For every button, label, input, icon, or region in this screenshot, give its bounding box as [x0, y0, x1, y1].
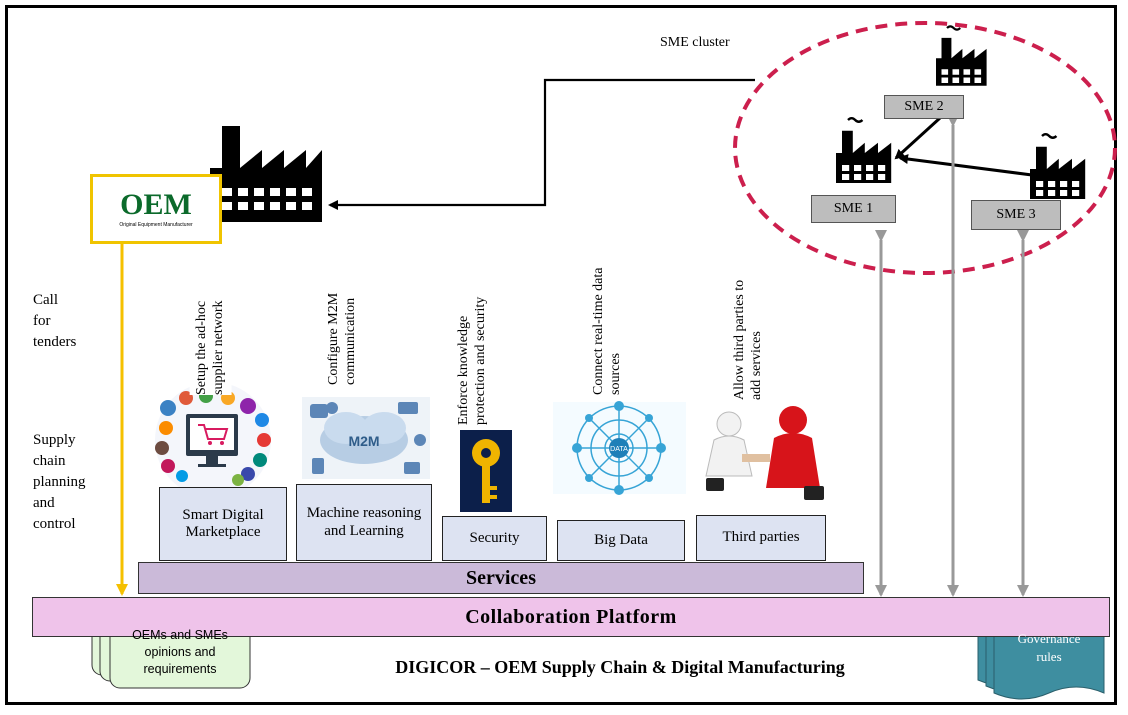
service-marketplace: Smart Digital Marketplace [159, 487, 287, 561]
cloud-icon: M2M [302, 397, 430, 479]
service-third-parties: Third parties [696, 515, 826, 561]
services-bar: Services [138, 562, 864, 594]
collaboration-platform-bar: Collaboration Platform [32, 597, 1110, 637]
sme-3-box: SME 3 [971, 200, 1061, 230]
sme2-factory-icon [936, 25, 987, 86]
m2m-label: M2M [348, 433, 379, 449]
caption-third-parties: Allow third parties to add services [728, 235, 770, 400]
sme2-to-sme1-arrow [894, 116, 942, 160]
governance-note-text: Governance rules [1017, 631, 1081, 664]
footer-title: DIGICOR – OEM Supply Chain & Digital Man… [395, 657, 845, 677]
sme-cluster-ellipse [733, 21, 1117, 275]
sme-cluster-label: SME cluster [660, 35, 730, 50]
sme-1-box: SME 1 [811, 195, 896, 223]
sme3-to-sme1-arrow [898, 154, 1033, 177]
oem-logo: OEM Original Equipment Manufacturer [90, 174, 222, 244]
service-big-data: Big Data [557, 520, 685, 561]
caption-m2m: Configure M2M communication [322, 225, 364, 385]
service-security: Security [442, 516, 547, 561]
data-label: DATA [610, 446, 628, 453]
caption-big-data: Connect real-time data sources [587, 215, 629, 395]
caption-security: Enforce knowledge protection and securit… [452, 215, 494, 425]
opinions-note-text: OEMs and SMEs opinions and requirements [132, 628, 228, 676]
service-machine-reasoning: Machine reasoning and Learning [296, 484, 432, 561]
shopping-cart-icon [155, 382, 271, 498]
caption-supplier-network: Setup the ad-hoc supplier network [190, 245, 232, 395]
sme1-factory-icon [836, 117, 892, 183]
big-data-icon: DATA [553, 401, 686, 495]
sme-2-box: SME 2 [884, 95, 964, 119]
handshake-icon [705, 406, 824, 500]
sme3-factory-icon [1030, 133, 1086, 199]
oem-logo-subtitle: Original Equipment Manufacturer [119, 222, 193, 228]
call-for-tenders-label: Call for tenders [33, 290, 103, 380]
oem-factory-icon [205, 124, 325, 224]
key-icon [460, 430, 512, 512]
supply-chain-label: Supply chain planning and control [33, 432, 86, 532]
oem-logo-text: OEM [120, 188, 192, 221]
cluster-to-oem-arrow [328, 78, 755, 210]
